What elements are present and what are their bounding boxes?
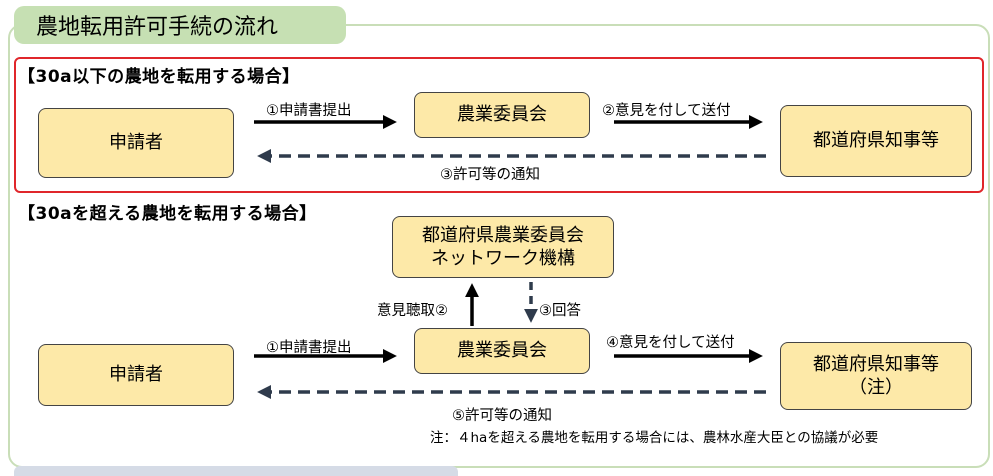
section1-title: 【30a以下の農地を転用する場合】: [18, 67, 300, 87]
s2-applicant-box: 申請者: [38, 344, 234, 406]
footnote: 注：４haを超える農地を転用する場合には、農林水産大臣との協議が必要: [430, 430, 879, 446]
s1-governor-box: 都道府県知事等: [780, 105, 972, 177]
highlight-box: [14, 57, 984, 193]
next-section-strip: [14, 466, 458, 476]
s2-committee-box: 農業委員会: [414, 328, 590, 374]
s2-governor-box: 都道府県知事等 （注）: [780, 342, 972, 410]
s2-step4-label: ④意見を付して送付: [606, 335, 735, 351]
s2-step5-label: ⑤許可等の通知: [452, 408, 552, 424]
section2-title: 【30aを超える農地を転用する場合】: [18, 204, 317, 224]
s2-network-line2: ネットワーク機構: [431, 248, 575, 269]
s2-network-box: 都道府県農業委員会 ネットワーク機構: [392, 216, 614, 278]
s1-step2-label: ②意見を付して送付: [602, 103, 731, 119]
page-title: 農地転用許可手続の流れ: [14, 6, 346, 44]
s2-network-line1: 都道府県農業委員会: [422, 224, 584, 246]
s1-step3-label: ③許可等の通知: [440, 167, 540, 183]
s1-committee-box: 農業委員会: [414, 92, 590, 138]
s2-step2-label: 意見聴取②: [377, 303, 448, 319]
s1-step1-label: ①申請書提出: [266, 103, 352, 119]
s1-applicant-box: 申請者: [38, 108, 234, 178]
s2-governor-line2: （注）: [849, 377, 903, 398]
s2-step3-label: ③回答: [539, 303, 581, 319]
s2-governor-line1: 都道府県知事等: [813, 353, 939, 375]
s2-step1-label: ①申請書提出: [266, 340, 352, 356]
